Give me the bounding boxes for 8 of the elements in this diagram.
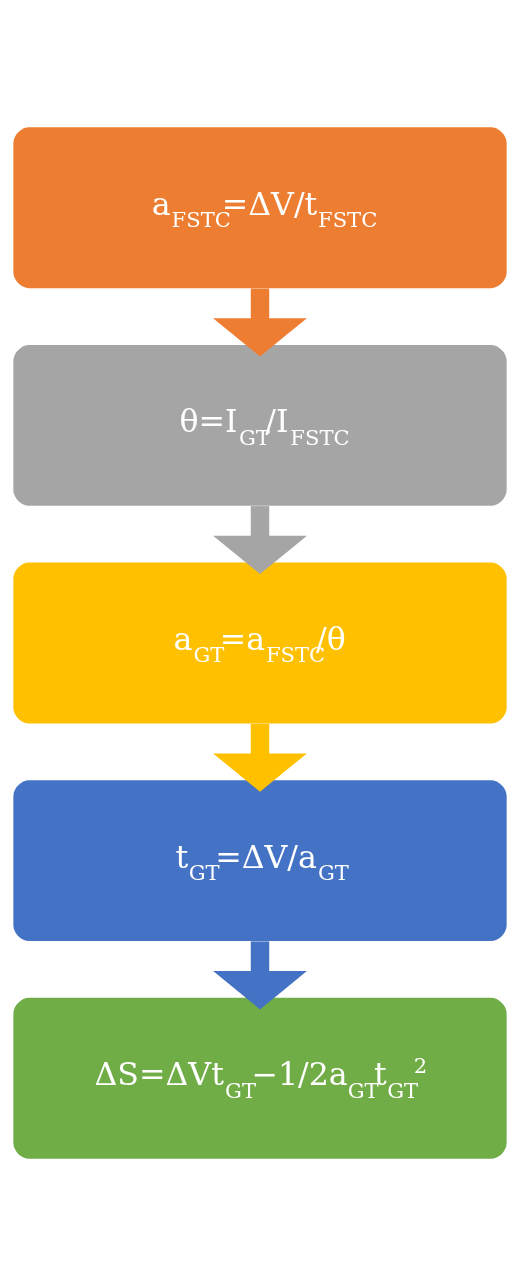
node-box: t$_{GT}$=ΔV/a$_{GT}$ bbox=[13, 780, 507, 942]
node-box: θ=I$_{GT}$/I$_{FSTC}$ bbox=[13, 344, 507, 506]
node-box: a$_{GT}$=a$_{FSTC}$/θ bbox=[13, 562, 507, 724]
arrow bbox=[213, 288, 307, 357]
arrow bbox=[213, 941, 307, 1010]
arrow bbox=[213, 723, 307, 792]
node-box: a$_{FSTC}$=ΔV/t$_{FSTC}$ bbox=[13, 127, 507, 289]
arrow bbox=[213, 506, 307, 575]
